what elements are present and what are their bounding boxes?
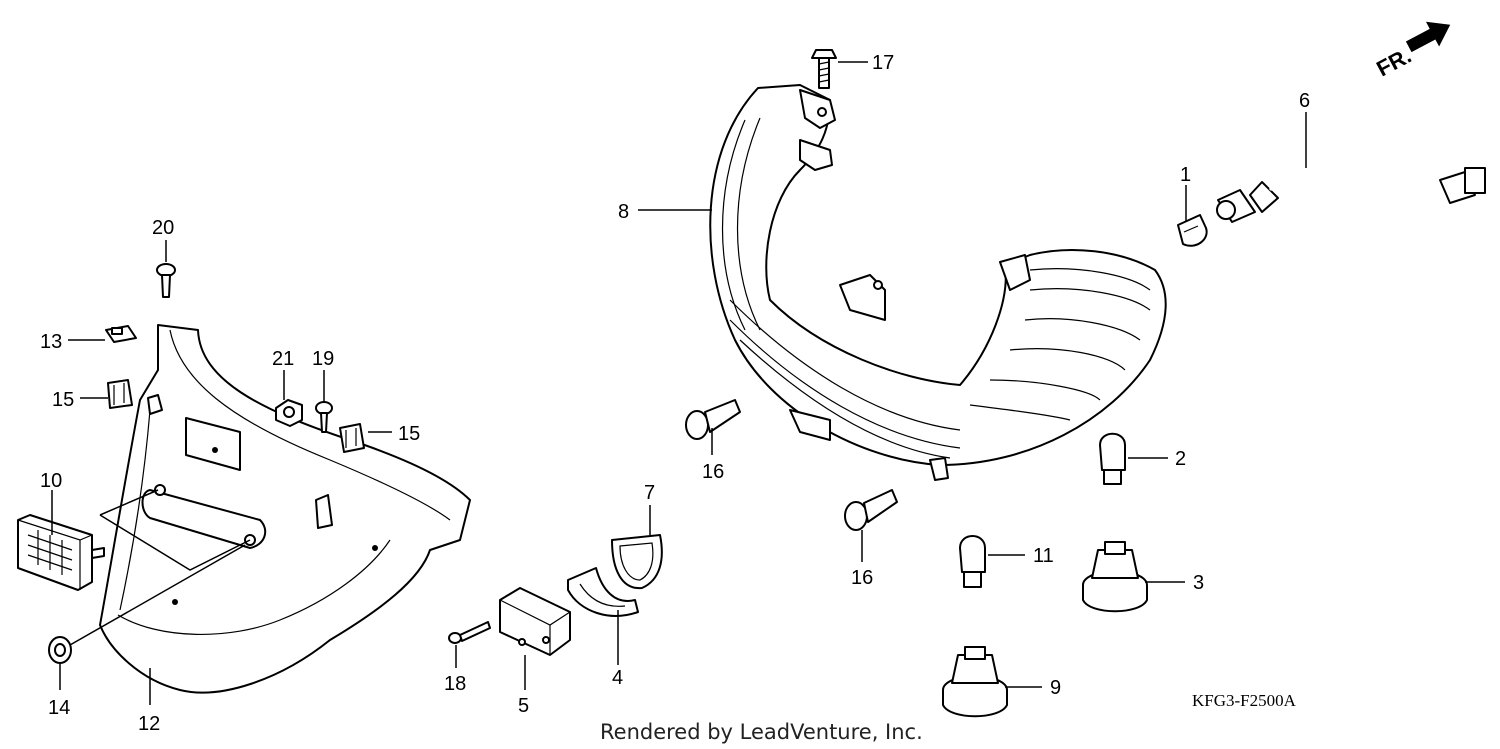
callout-21: 21 [272,348,294,370]
callout-4: 4 [612,667,623,689]
part-14-grommet[interactable] [48,636,72,664]
part-8-tail-lamp[interactable] [709,84,1167,481]
callout-10: 10 [40,470,62,492]
part-11-bulb[interactable] [959,535,986,588]
callout-1: 1 [1180,164,1191,186]
part-19-screw[interactable] [315,401,333,433]
part-6-wire-harness[interactable] [1216,167,1486,231]
part-9-socket[interactable] [942,646,1008,718]
callout-20: 20 [152,217,174,239]
part-7-gasket[interactable] [611,534,663,590]
part-4-holder[interactable] [567,567,639,617]
callout-17: 17 [872,52,894,74]
callout-16-lower: 16 [851,567,873,589]
callout-19: 19 [312,348,334,370]
part-18-screw[interactable] [448,621,491,644]
part-15-clip-right[interactable] [339,423,365,453]
callout-8: 8 [618,201,629,223]
part-2-bulb[interactable] [1099,432,1126,485]
callout-5: 5 [518,695,529,717]
callout-14: 14 [48,697,70,719]
part-16-screw-lower[interactable] [844,489,898,531]
callout-13: 13 [40,331,62,353]
part-3-socket[interactable] [1082,541,1148,613]
callout-6: 6 [1299,90,1310,112]
part-1-bulb[interactable] [1177,214,1208,247]
part-5-cover[interactable] [499,587,571,656]
part-15-clip-left[interactable] [107,379,133,409]
callout-16-upper: 16 [702,461,724,483]
part-10-reflector[interactable] [17,514,105,591]
callout-labels: 17 6 1 8 2 3 11 9 16 16 7 4 5 18 13 15 1… [40,52,1310,735]
callout-3: 3 [1193,572,1204,594]
leader-lines [51,61,1307,705]
diagram-code: KFG3-F2500A [1192,691,1297,710]
callout-7: 7 [644,482,655,504]
part-20-screw[interactable] [156,263,176,298]
callout-18: 18 [444,673,466,695]
callout-2: 2 [1175,448,1186,470]
part-13-clip[interactable] [105,325,137,343]
callout-15-left: 15 [52,389,74,411]
part-16-screw-upper[interactable] [685,399,741,440]
callout-12: 12 [138,713,160,735]
callout-11: 11 [1033,545,1054,567]
footer-credit: Rendered by LeadVenture, Inc. [600,720,923,744]
arrow-icon [1405,21,1451,53]
direction-label: FR. [1372,43,1415,82]
part-21-nut[interactable] [275,399,303,427]
part-17-screw[interactable] [811,49,837,89]
callout-15-right: 15 [398,423,420,445]
front-direction-arrow: FR. [1372,21,1451,82]
part-12-rear-fender[interactable] [99,324,471,694]
callout-9: 9 [1050,677,1061,699]
